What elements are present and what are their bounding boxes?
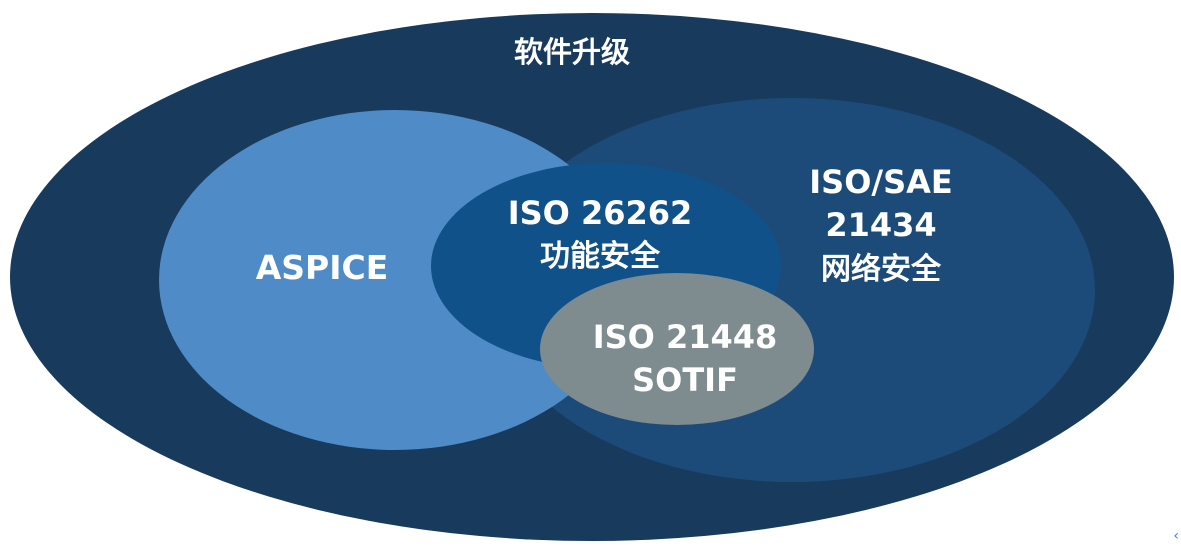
software-update-label: 软件升级: [514, 35, 630, 69]
iso21434-number-label: 21434: [825, 206, 936, 244]
iso21448-standard-label: ISO 21448: [593, 318, 778, 356]
aspice-label: ASPICE: [256, 248, 389, 287]
chevron-left-icon: ‹: [1173, 528, 1179, 544]
iso21448-topic-label: SOTIF: [632, 361, 738, 399]
sotif-ellipse: [540, 273, 814, 425]
iso26262-topic-label: 功能安全: [540, 239, 661, 274]
iso21434-standard-label: ISO/SAE: [809, 163, 953, 201]
iso21434-topic-label: 网络安全: [821, 252, 942, 287]
iso26262-standard-label: ISO 26262: [508, 194, 693, 232]
